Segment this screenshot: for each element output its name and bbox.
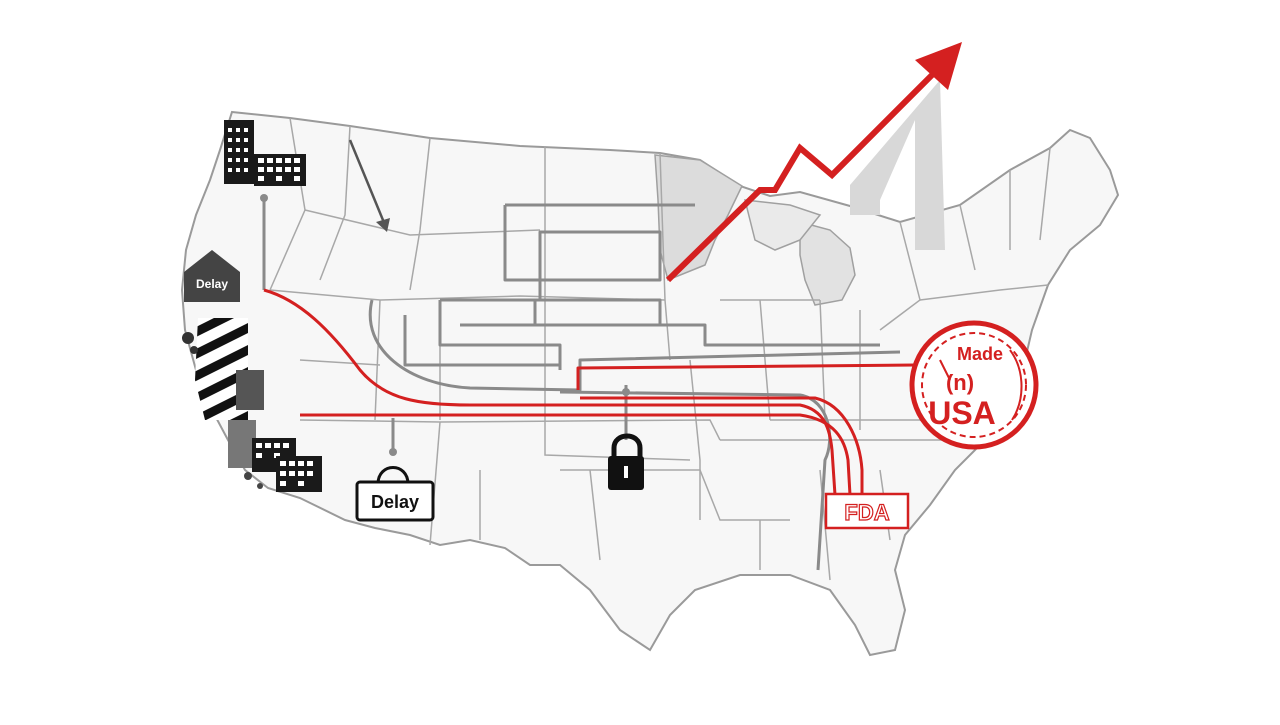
gray-diagonal-arrow — [348, 139, 387, 226]
delay-house-sign-label: Delay — [196, 277, 228, 291]
trend-arrow-icon — [665, 42, 962, 283]
shaded-region-minnesota — [654, 154, 743, 282]
stamp-line-2: (n) — [946, 370, 974, 395]
gray-route-west-curve — [368, 299, 901, 392]
lock-icon — [608, 388, 644, 490]
factory-icon-southwest — [228, 420, 322, 492]
lake-region-upper — [744, 199, 822, 251]
gray-routes — [262, 200, 901, 571]
made-in-usa-stamp-icon: Made (n) USA — [909, 320, 1039, 450]
red-route-second — [300, 413, 852, 496]
gray-route-south-curve — [559, 390, 832, 571]
red-route-third — [576, 363, 916, 390]
gray-route-mid — [460, 300, 880, 347]
red-routes — [263, 288, 916, 496]
shaded-region-michigan — [799, 221, 856, 306]
gray-route-north-loop — [503, 203, 695, 300]
stamp-line-1: Made — [957, 344, 1003, 364]
stamp-line-3: USA — [928, 395, 996, 431]
fda-badge-label: FDA — [844, 500, 889, 525]
gray-diagonal-arrowhead — [376, 218, 390, 232]
delay-hang-sign-label: Delay — [371, 492, 419, 512]
delay-house-sign-icon: Delay — [184, 250, 240, 302]
red-route-inner — [580, 396, 864, 495]
red-route-main — [263, 288, 837, 496]
fda-badge-icon: FDA — [824, 492, 910, 530]
hazard-stripes-icon — [182, 318, 264, 420]
delay-hang-sign-icon: Delay — [355, 448, 435, 522]
factory-icon — [224, 120, 306, 202]
